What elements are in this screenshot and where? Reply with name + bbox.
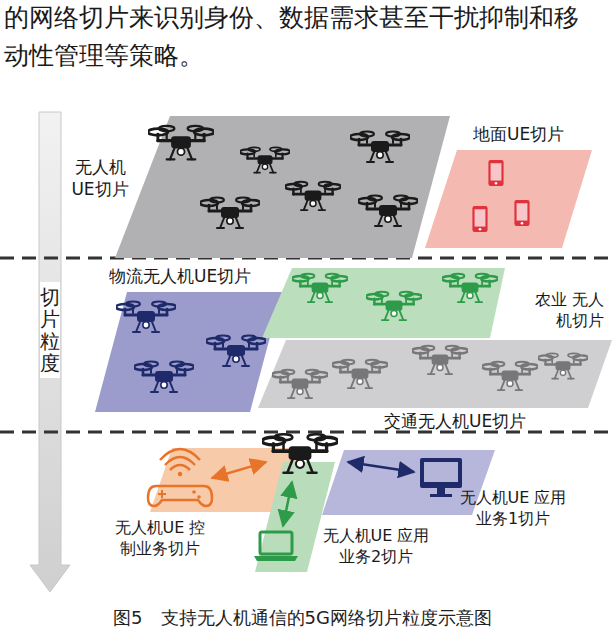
slice-plane-fill xyxy=(258,340,612,408)
body-text: 的网络切片来识别身份、数据需求甚至干扰抑制和移 xyxy=(4,2,609,35)
illustration-use xyxy=(200,198,260,228)
slice-label: 无人机UE 应用业务1切片 xyxy=(454,488,572,530)
illustration-use xyxy=(488,160,503,186)
illustration-circle xyxy=(197,495,201,499)
illustration-use xyxy=(134,362,194,392)
slice-label: 农业 无人机切片 xyxy=(520,290,604,332)
illustration-use xyxy=(148,126,214,159)
slice-label: 交通无人机UE切片 xyxy=(384,410,564,432)
slice-label: 无人机UE 控制业务切片 xyxy=(108,518,212,560)
illustration-use xyxy=(514,200,529,226)
granularity-arrow xyxy=(30,112,70,592)
slice-plane-fill xyxy=(262,268,505,338)
slice-label: 无人机UE 应用业务2切片 xyxy=(317,526,435,568)
illustration-use xyxy=(262,434,338,473)
uav-group xyxy=(148,126,418,228)
slice-plane-fill xyxy=(255,462,335,572)
illustration-path xyxy=(254,556,298,561)
illustration-use xyxy=(358,196,418,226)
illustration-rect xyxy=(420,458,462,488)
illustration-use xyxy=(332,360,388,388)
illustration-use xyxy=(472,206,487,232)
app1-service-slice: 无人机UE 应用业务1切片 xyxy=(322,450,495,515)
uav-ue-slice: 无人机 UE切片 xyxy=(115,116,450,258)
illustration-use xyxy=(442,274,498,302)
laptop-icon xyxy=(254,532,298,561)
illustration-use xyxy=(538,353,588,378)
slice-plane xyxy=(425,150,592,248)
illustration-circle xyxy=(192,490,196,494)
slice-plane-fill xyxy=(425,150,592,248)
logistics-uav-group xyxy=(116,302,266,392)
link-arrow xyxy=(283,482,292,526)
slice-plane-fill xyxy=(95,292,282,412)
illustration-rect xyxy=(424,462,458,482)
illustration-use xyxy=(240,147,290,172)
illustration-path xyxy=(170,465,190,470)
illustration-path xyxy=(165,457,195,465)
illustration-use xyxy=(206,336,266,366)
phone-group xyxy=(472,160,529,232)
illustration-use xyxy=(366,292,422,320)
link-arrow xyxy=(348,462,414,472)
slice-label: 地面UE切片 xyxy=(473,123,583,145)
link-arrow xyxy=(212,462,266,478)
illustration-use xyxy=(482,362,538,390)
illustration-use xyxy=(412,346,468,374)
illustration-line xyxy=(161,490,163,498)
illustration-use xyxy=(285,182,341,210)
illustration-circle xyxy=(178,472,182,476)
illustration-use xyxy=(292,274,348,302)
slice-plane-fill xyxy=(115,116,450,258)
central-uav xyxy=(262,434,338,473)
axis-label: 切片粒度 xyxy=(40,282,60,378)
controller-icon xyxy=(148,449,212,506)
monitor-icon xyxy=(420,458,462,497)
traffic-uav-group xyxy=(272,346,588,398)
body-text: 动性管理等策略。 xyxy=(4,40,609,73)
illustration-rect xyxy=(430,494,452,497)
illustration-path xyxy=(148,486,212,506)
illustration-rect xyxy=(437,488,445,494)
illustration-path xyxy=(160,449,200,460)
figure-caption: 图5 支持无人机通信的5G网络切片粒度示意图 xyxy=(0,606,609,629)
illustration-rect xyxy=(260,532,292,554)
illustration-use xyxy=(272,370,328,398)
illustration-use xyxy=(350,132,410,162)
illustration-use xyxy=(116,302,176,332)
slice-plane xyxy=(115,116,450,258)
slice-label: 物流无人机UE切片 xyxy=(109,265,299,287)
slice-label: 无人机 UE切片 xyxy=(67,156,133,200)
agri-uav-group xyxy=(292,274,498,320)
ground-ue-slice: 地面UE切片 xyxy=(425,150,592,248)
